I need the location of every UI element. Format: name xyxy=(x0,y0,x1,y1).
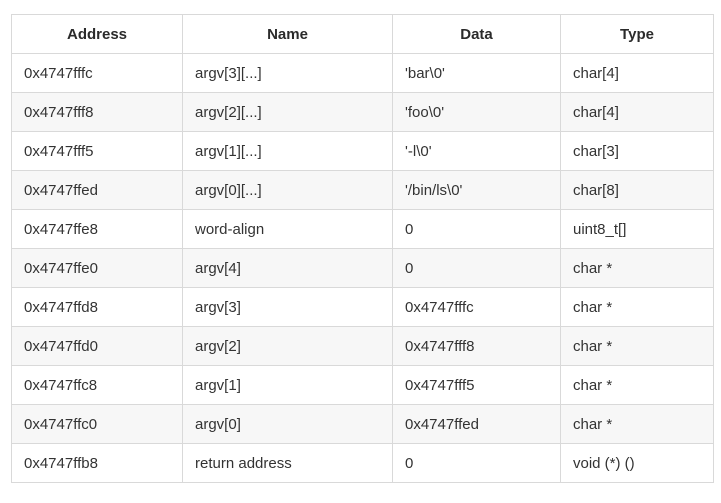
cell-data: '/bin/ls\0' xyxy=(392,170,561,210)
table-row: 0x4747ffd8 argv[3] 0x4747fffc char * xyxy=(11,287,714,327)
cell-name: argv[3][...] xyxy=(182,53,393,93)
cell-data: 0x4747fffc xyxy=(392,287,561,327)
table-row: 0x4747fffc argv[3][...] 'bar\0' char[4] xyxy=(11,53,714,93)
cell-type: char[4] xyxy=(560,53,714,93)
cell-type: char[3] xyxy=(560,131,714,171)
cell-address: 0x4747fffc xyxy=(11,53,183,93)
cell-type: char * xyxy=(560,326,714,366)
table-row: 0x4747ffe8 word-align 0 uint8_t[] xyxy=(11,209,714,249)
cell-name: return address xyxy=(182,443,393,483)
cell-address: 0x4747fff8 xyxy=(11,92,183,132)
cell-data: 0x4747fff5 xyxy=(392,365,561,405)
cell-address: 0x4747ffc8 xyxy=(11,365,183,405)
column-header-name: Name xyxy=(182,14,393,54)
cell-address: 0x4747ffc0 xyxy=(11,404,183,444)
cell-name: argv[1] xyxy=(182,365,393,405)
cell-name: argv[3] xyxy=(182,287,393,327)
cell-data: 0 xyxy=(392,248,561,288)
column-header-type: Type xyxy=(560,14,714,54)
table-row: 0x4747ffc0 argv[0] 0x4747ffed char * xyxy=(11,404,714,444)
memory-layout-table-container: Address Name Data Type 0x4747fffc argv[3… xyxy=(11,14,714,483)
table-row: 0x4747ffd0 argv[2] 0x4747fff8 char * xyxy=(11,326,714,366)
cell-address: 0x4747ffed xyxy=(11,170,183,210)
cell-address: 0x4747ffe8 xyxy=(11,209,183,249)
cell-data: 'foo\0' xyxy=(392,92,561,132)
cell-type: char * xyxy=(560,404,714,444)
cell-name: word-align xyxy=(182,209,393,249)
cell-type: char * xyxy=(560,287,714,327)
cell-name: argv[0][...] xyxy=(182,170,393,210)
cell-type: char * xyxy=(560,365,714,405)
cell-type: char * xyxy=(560,248,714,288)
table-row: 0x4747ffc8 argv[1] 0x4747fff5 char * xyxy=(11,365,714,405)
cell-address: 0x4747fff5 xyxy=(11,131,183,171)
column-header-data: Data xyxy=(392,14,561,54)
cell-data: '-l\0' xyxy=(392,131,561,171)
table-body: 0x4747fffc argv[3][...] 'bar\0' char[4] … xyxy=(11,53,714,483)
column-header-address: Address xyxy=(11,14,183,54)
table-row: 0x4747ffe0 argv[4] 0 char * xyxy=(11,248,714,288)
table-row: 0x4747fff8 argv[2][...] 'foo\0' char[4] xyxy=(11,92,714,132)
cell-data: 'bar\0' xyxy=(392,53,561,93)
cell-type: uint8_t[] xyxy=(560,209,714,249)
cell-data: 0x4747ffed xyxy=(392,404,561,444)
cell-name: argv[2][...] xyxy=(182,92,393,132)
cell-type: char[8] xyxy=(560,170,714,210)
cell-type: void (*) () xyxy=(560,443,714,483)
cell-data: 0 xyxy=(392,209,561,249)
cell-name: argv[1][...] xyxy=(182,131,393,171)
cell-address: 0x4747ffd0 xyxy=(11,326,183,366)
table-row: 0x4747ffb8 return address 0 void (*) () xyxy=(11,443,714,483)
cell-address: 0x4747ffb8 xyxy=(11,443,183,483)
cell-type: char[4] xyxy=(560,92,714,132)
cell-name: argv[2] xyxy=(182,326,393,366)
table-row: 0x4747ffed argv[0][...] '/bin/ls\0' char… xyxy=(11,170,714,210)
cell-data: 0x4747fff8 xyxy=(392,326,561,366)
header-row: Address Name Data Type xyxy=(11,14,714,54)
table-row: 0x4747fff5 argv[1][...] '-l\0' char[3] xyxy=(11,131,714,171)
cell-data: 0 xyxy=(392,443,561,483)
cell-address: 0x4747ffd8 xyxy=(11,287,183,327)
table-header: Address Name Data Type xyxy=(11,14,714,54)
memory-layout-table: Address Name Data Type 0x4747fffc argv[3… xyxy=(11,14,714,483)
cell-address: 0x4747ffe0 xyxy=(11,248,183,288)
cell-name: argv[0] xyxy=(182,404,393,444)
cell-name: argv[4] xyxy=(182,248,393,288)
